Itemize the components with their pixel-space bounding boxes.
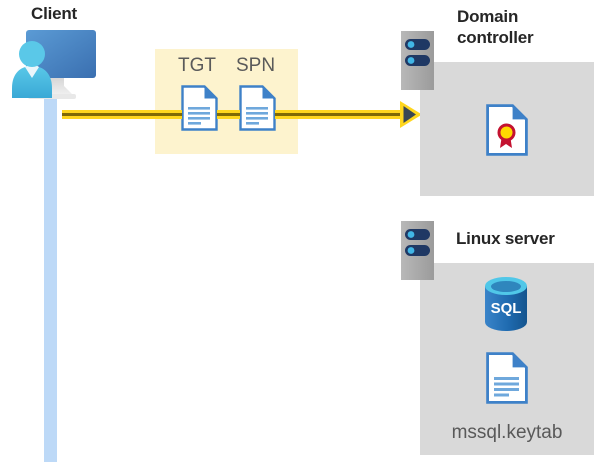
request-token-box [155,49,298,154]
server-rack-icon [401,221,434,280]
document-icon [181,85,218,131]
document-icon [486,352,528,404]
tgt-label: TGT [178,55,216,76]
user-monitor-icon [4,28,100,100]
sql-icon-label: SQL [491,300,522,317]
flow-line-segment-box-left [155,110,182,119]
client-title: Client [31,4,78,23]
sql-database-icon: SQL [483,277,529,331]
certificate-document-icon [486,104,528,156]
domain-controller-title: Domain controller [457,7,534,47]
keytab-filename-label: mssql.keytab [451,422,563,443]
server-rack-icon [401,31,434,90]
spn-label: SPN [236,55,276,76]
document-icon [239,85,276,131]
client-lifeline [44,62,57,462]
linux-server-title: Linux server [456,229,555,248]
flow-line-segment-right [275,110,403,119]
flow-line-segment-left [62,110,156,119]
arrow-head-icon [400,101,422,128]
flow-line-segment-box-mid [217,110,240,119]
